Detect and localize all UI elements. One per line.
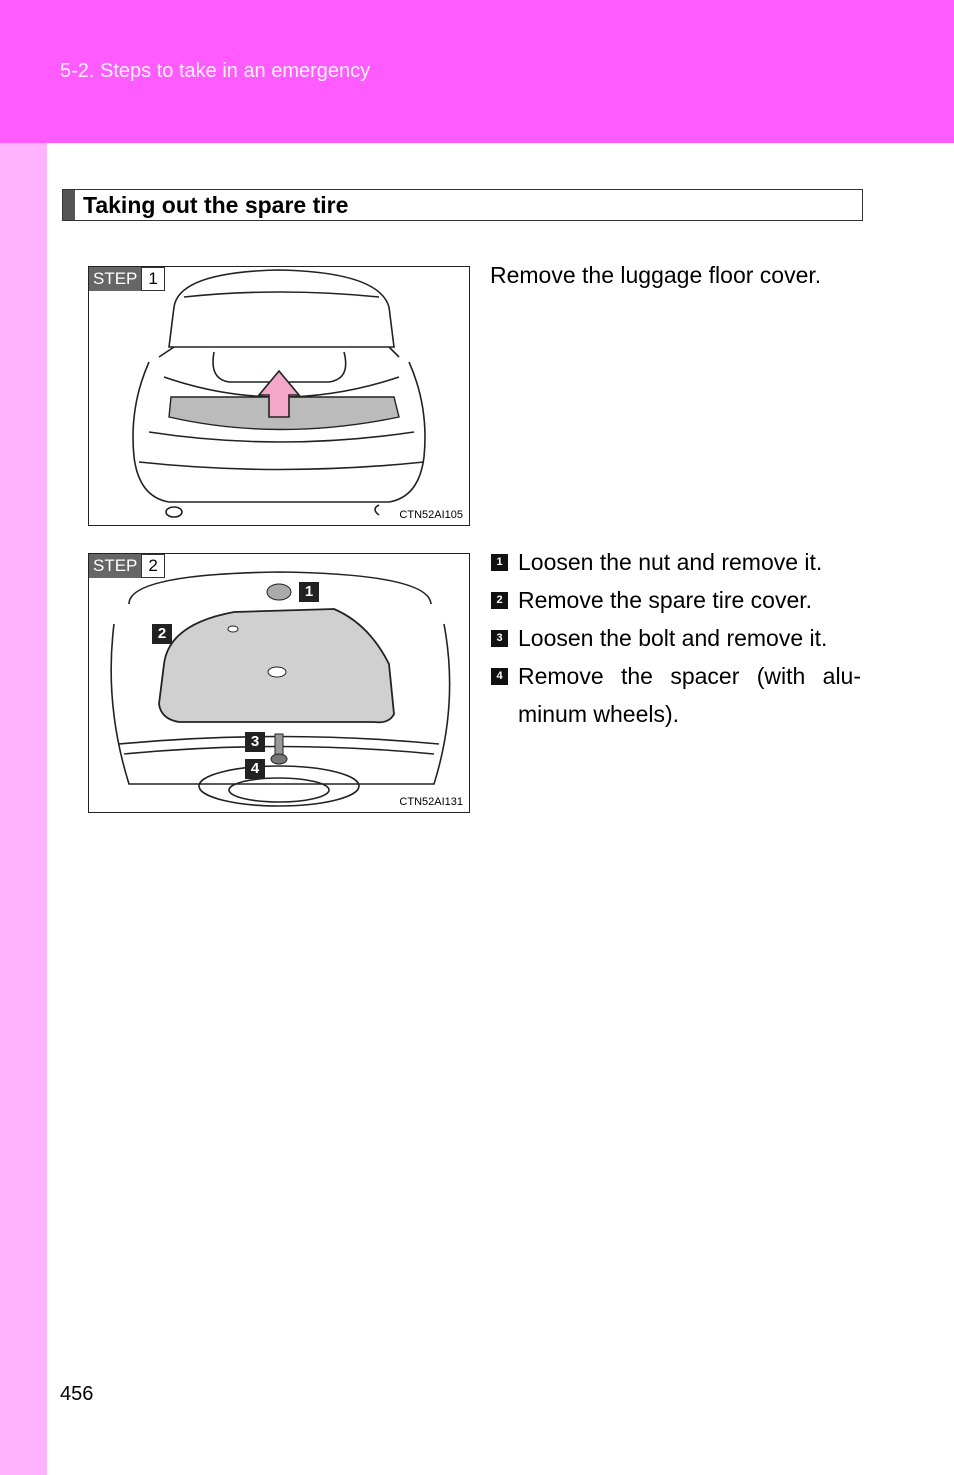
step1-badge-word: STEP bbox=[89, 267, 142, 291]
list-item: 2 Remove the spare tire cover. bbox=[491, 581, 861, 619]
item-text: Remove the spare tire cover. bbox=[518, 587, 813, 613]
step2-instruction-list: 1 Loosen the nut and remove it. 2 Remove… bbox=[491, 543, 861, 733]
step1-figure: STEP 1 CTN52AI105 bbox=[88, 266, 470, 526]
section-title: Taking out the spare tire bbox=[83, 192, 349, 218]
step2-badge: STEP 2 bbox=[89, 554, 165, 578]
list-item: 3 Loosen the bolt and remove it. bbox=[491, 619, 861, 657]
spare-tire-cover-illustration bbox=[110, 571, 451, 807]
step1-badge-number: 1 bbox=[141, 267, 165, 291]
spacer-icon bbox=[270, 753, 288, 765]
item-text: Remove the spacer (with alu-minum wheels… bbox=[518, 663, 861, 727]
item-text: Loosen the bolt and remove it. bbox=[518, 625, 828, 651]
step1-figure-code: CTN52AI105 bbox=[399, 509, 463, 521]
breadcrumb: 5-2. Steps to take in an emergency bbox=[60, 60, 371, 82]
step2-figure: STEP 2 1 2 3 4 CTN52AI131 bbox=[88, 553, 470, 813]
page-number: 456 bbox=[60, 1383, 94, 1405]
step2-figure-code: CTN52AI131 bbox=[399, 796, 463, 808]
item-number-badge: 3 bbox=[491, 630, 508, 647]
trunk-open-illustration bbox=[132, 269, 426, 518]
section-title-box: Taking out the spare tire bbox=[62, 189, 863, 221]
item-number-badge: 2 bbox=[491, 592, 508, 609]
item-number-badge: 4 bbox=[491, 668, 508, 685]
list-item: 1 Loosen the nut and remove it. bbox=[491, 543, 861, 581]
callout-4: 4 bbox=[245, 759, 265, 779]
header-band bbox=[0, 0, 954, 143]
callout-1: 1 bbox=[299, 582, 319, 602]
nut-icon bbox=[266, 583, 292, 601]
up-arrow-icon bbox=[257, 369, 301, 418]
side-band bbox=[0, 143, 47, 1475]
callout-2: 2 bbox=[152, 624, 172, 644]
list-item: 4 Remove the spacer (with alu-minum whee… bbox=[491, 657, 861, 733]
step1-description: Remove the luggage floor cover. bbox=[490, 262, 822, 288]
callout-3: 3 bbox=[245, 732, 265, 752]
section-title-bar bbox=[63, 190, 75, 220]
item-text: Loosen the nut and remove it. bbox=[518, 549, 823, 575]
step2-badge-word: STEP bbox=[89, 554, 142, 578]
step2-badge-number: 2 bbox=[141, 554, 165, 578]
spare-tire-cover bbox=[158, 608, 395, 724]
item-number-badge: 1 bbox=[491, 554, 508, 571]
step1-badge: STEP 1 bbox=[89, 267, 165, 291]
